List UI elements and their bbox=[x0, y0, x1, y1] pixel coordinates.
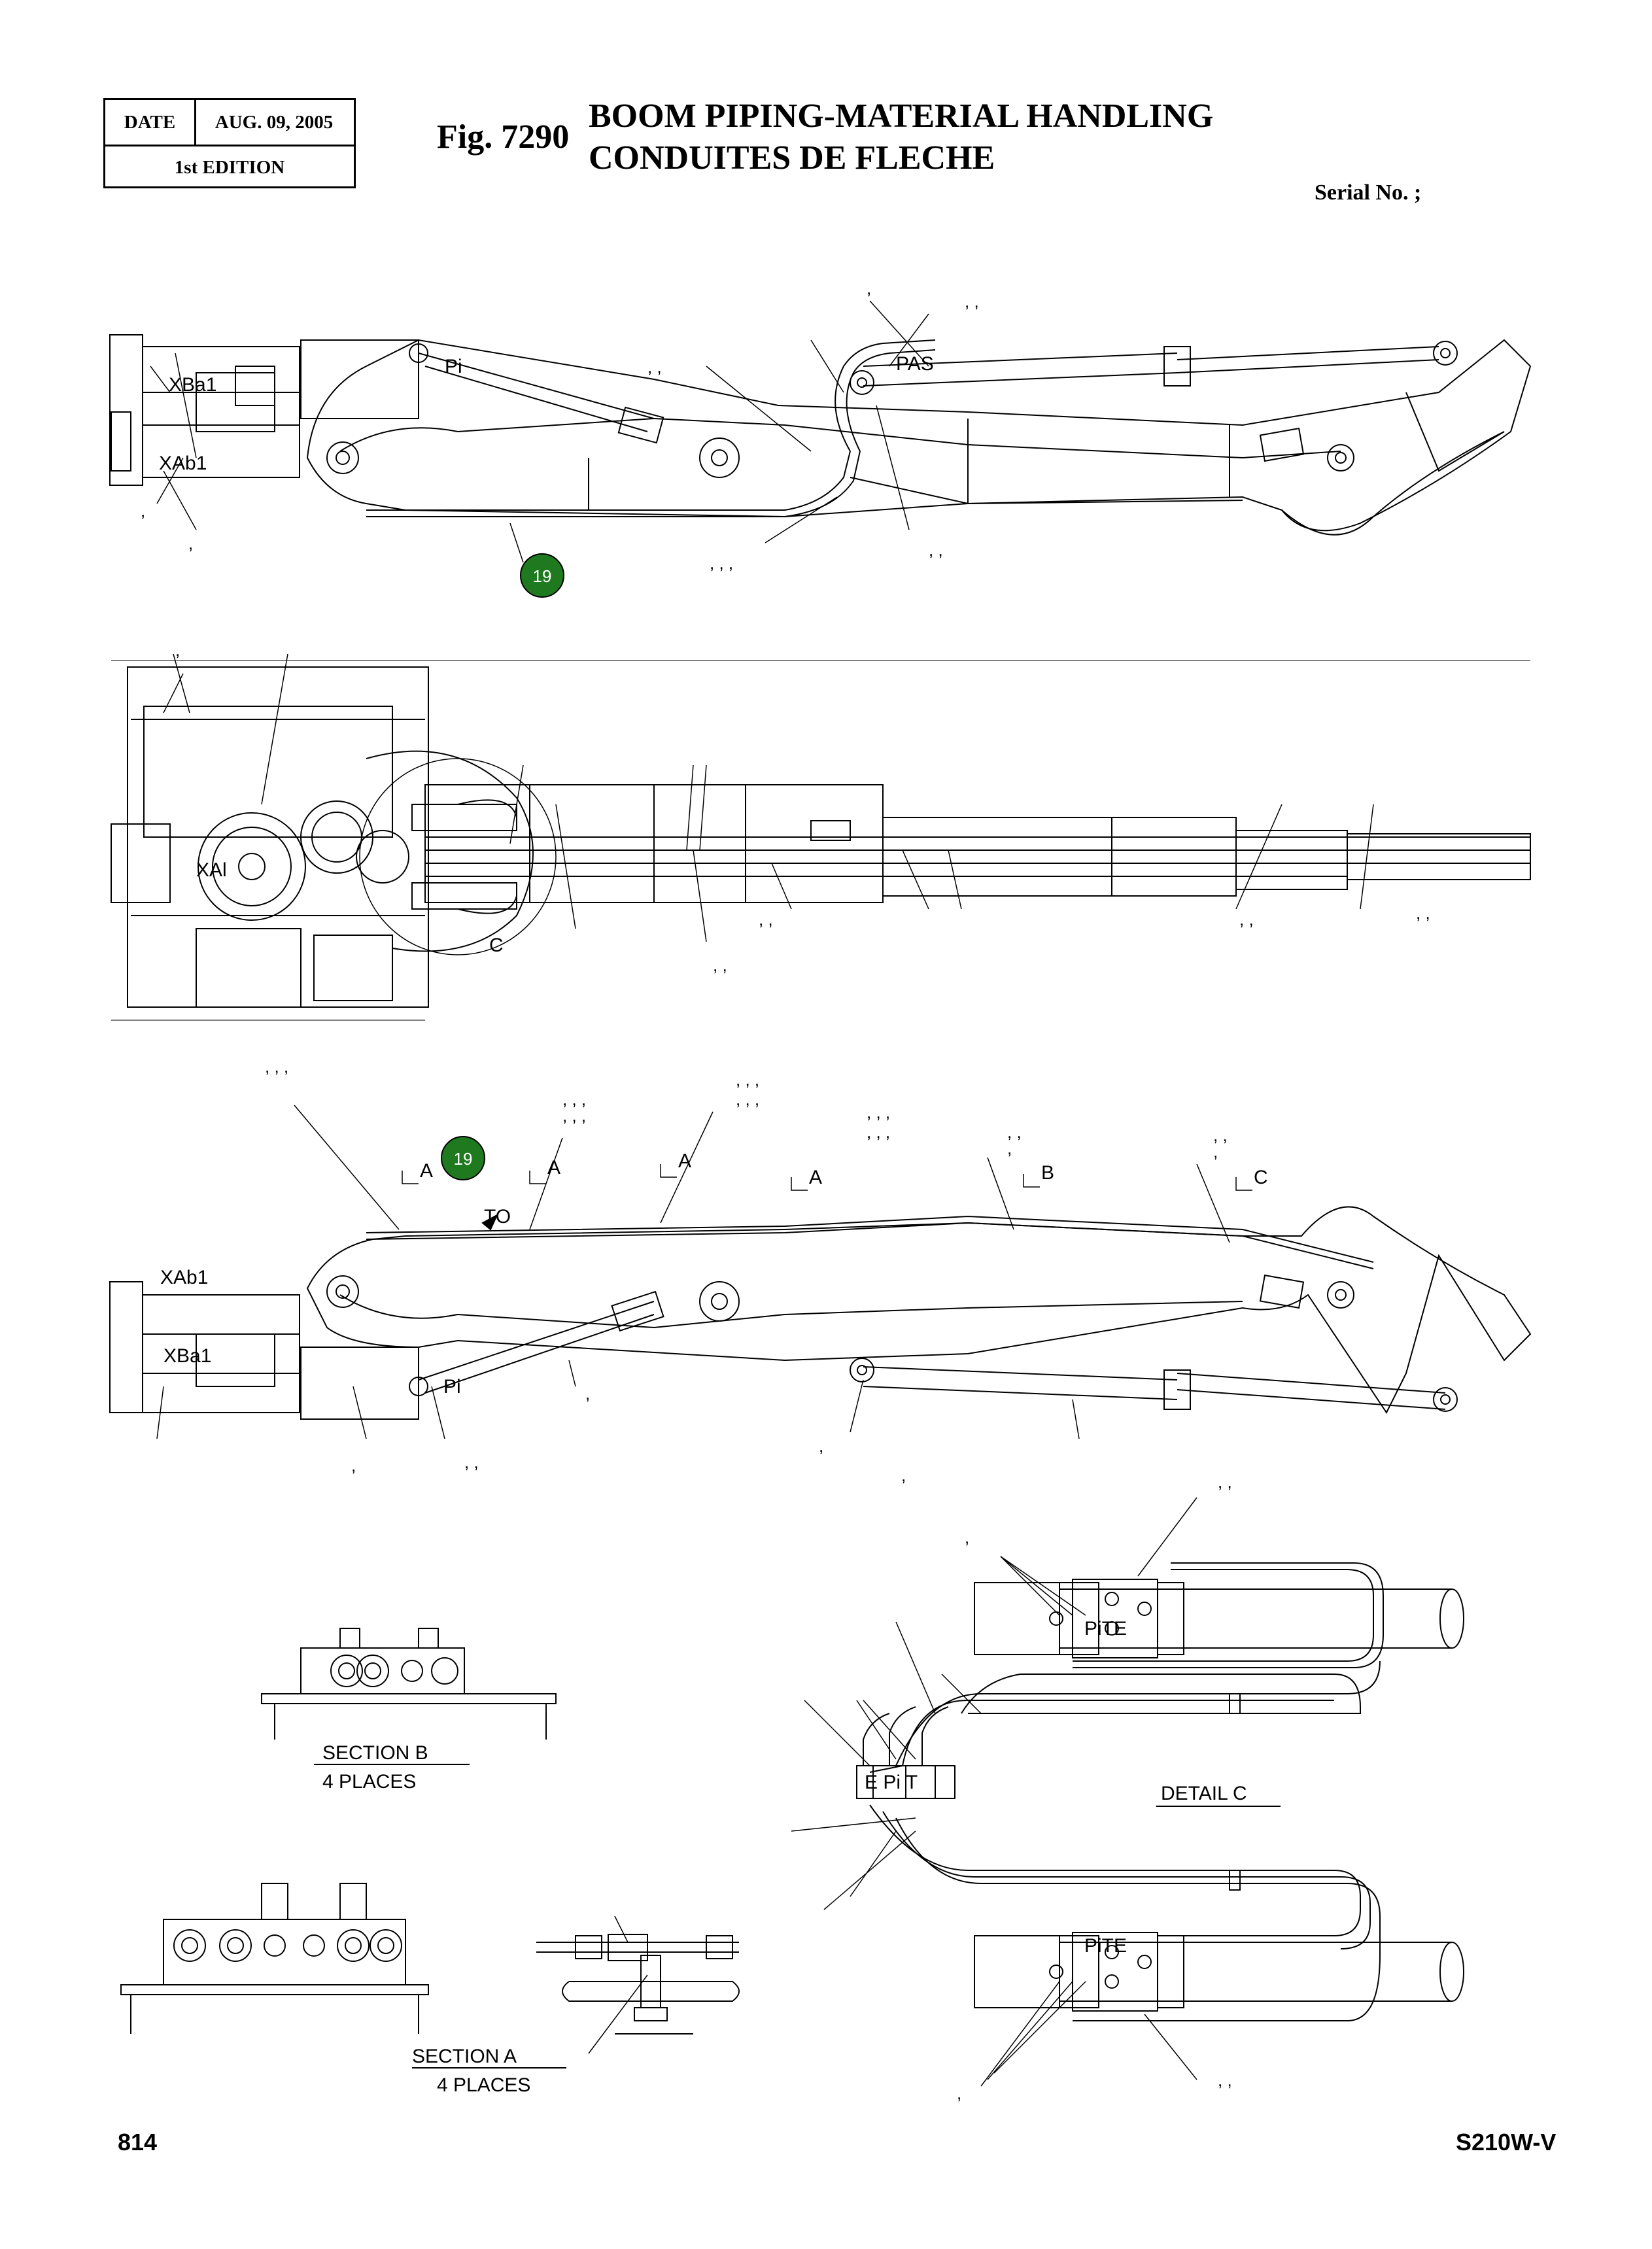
leader-mark: , , bbox=[759, 910, 773, 929]
model-code: S210W-V bbox=[1456, 2129, 1557, 2155]
label-pi-bottom: Pi bbox=[443, 1376, 461, 1398]
leader-mark: , , , bbox=[562, 1106, 586, 1125]
leader-mark: , bbox=[351, 1456, 356, 1475]
leader-mark: , , bbox=[1416, 903, 1430, 923]
leader-mark: , , bbox=[647, 357, 662, 377]
section-b-places: 4 PLACES bbox=[322, 1771, 416, 1793]
label-xal: XAl bbox=[196, 859, 227, 881]
leader-mark: , , , bbox=[867, 1122, 890, 1142]
detail-c-title: DETAIL C bbox=[1161, 1783, 1247, 1804]
label-pi-top: Pi bbox=[445, 356, 462, 377]
date-edition-box: DATE AUG. 09, 2005 1st EDITION bbox=[103, 98, 356, 188]
label-c-ref: C bbox=[489, 935, 504, 956]
section-a-title: SECTION A bbox=[412, 2046, 517, 2067]
svg-text:19: 19 bbox=[533, 566, 552, 586]
leader-mark: , , bbox=[713, 955, 727, 975]
leader-mark: , bbox=[819, 1436, 823, 1456]
label-section-a-3: A bbox=[678, 1150, 691, 1172]
callout-19-top: 19 bbox=[520, 553, 564, 598]
leader-mark: , , , bbox=[265, 1057, 288, 1076]
boom-side-view-bottom bbox=[109, 1105, 1532, 1439]
leader-mark: , , bbox=[965, 292, 979, 311]
leader-mark: , bbox=[965, 1528, 969, 1547]
leader-mark: , , , bbox=[736, 1090, 759, 1109]
leader-mark: , bbox=[901, 1466, 906, 1485]
leader-mark: , , bbox=[1007, 1122, 1022, 1142]
leader-mark: , bbox=[957, 2084, 961, 2103]
leader-mark: , , bbox=[1218, 2070, 1232, 2090]
label-pite-top: PiTE bbox=[1084, 1618, 1127, 1640]
leader-mark: , bbox=[141, 501, 145, 521]
label-pas: PAS bbox=[896, 353, 934, 375]
label-detail-c-ref: C bbox=[1254, 1167, 1268, 1188]
title-english: BOOM PIPING-MATERIAL HANDLING bbox=[589, 97, 1214, 135]
leader-mark: , , bbox=[1239, 910, 1254, 929]
leader-mark: , bbox=[585, 1384, 590, 1403]
section-a-drawing bbox=[120, 1883, 429, 2034]
label-pite-bottom: PiTE bbox=[1084, 1935, 1127, 1957]
section-a-places: 4 PLACES bbox=[437, 2074, 530, 2096]
boom-plan-view bbox=[111, 653, 1531, 1021]
callout-19-bottom: 19 bbox=[441, 1136, 485, 1180]
date-value: AUG. 09, 2005 bbox=[215, 111, 334, 133]
serial-number: Serial No. ; bbox=[1315, 180, 1422, 205]
leader-mark: , bbox=[867, 279, 871, 298]
label-xba1-bottom: XBa1 bbox=[163, 1345, 211, 1367]
section-b-title: SECTION B bbox=[322, 1742, 428, 1764]
leader-mark: , , bbox=[464, 1452, 479, 1472]
leader-mark: , , , bbox=[710, 553, 733, 573]
date-label: DATE bbox=[105, 100, 196, 145]
leader-mark: , , bbox=[929, 540, 943, 560]
figure-number: Fig. 7290 bbox=[437, 118, 570, 156]
label-xba1-top: XBa1 bbox=[169, 374, 216, 396]
label-epit: E Pi T bbox=[865, 1772, 918, 1793]
leader-mark: , bbox=[188, 534, 193, 553]
leader-mark: , , bbox=[1213, 1125, 1228, 1145]
label-section-b: B bbox=[1041, 1162, 1054, 1184]
label-xab1-bottom: XAb1 bbox=[160, 1267, 208, 1288]
leader-mark: , bbox=[175, 640, 180, 660]
label-section-a-1: A bbox=[420, 1160, 433, 1182]
leader-mark: , bbox=[1213, 1142, 1218, 1161]
leader-mark: , bbox=[1007, 1139, 1012, 1158]
page-number: 814 bbox=[118, 2129, 158, 2155]
leader-mark: , , , bbox=[562, 1090, 586, 1109]
leader-mark: , , bbox=[1218, 1472, 1232, 1492]
edition-label: 1st EDITION bbox=[174, 156, 285, 178]
boom-side-view-top bbox=[109, 300, 1532, 563]
title-french: CONDUITES DE FLECHE bbox=[589, 139, 995, 177]
label-section-a-2: A bbox=[547, 1157, 560, 1178]
leader-mark: , , , bbox=[867, 1103, 890, 1122]
hose-fitting-detail bbox=[536, 1915, 740, 2054]
svg-text:19: 19 bbox=[454, 1149, 473, 1169]
leader-mark: , , , bbox=[736, 1070, 759, 1090]
label-to: TO bbox=[484, 1206, 511, 1228]
section-b-drawing bbox=[261, 1628, 557, 1740]
detail-c-drawing bbox=[791, 1497, 1464, 2087]
label-section-a-4: A bbox=[809, 1167, 822, 1188]
label-xab1-top: XAb1 bbox=[159, 453, 207, 474]
